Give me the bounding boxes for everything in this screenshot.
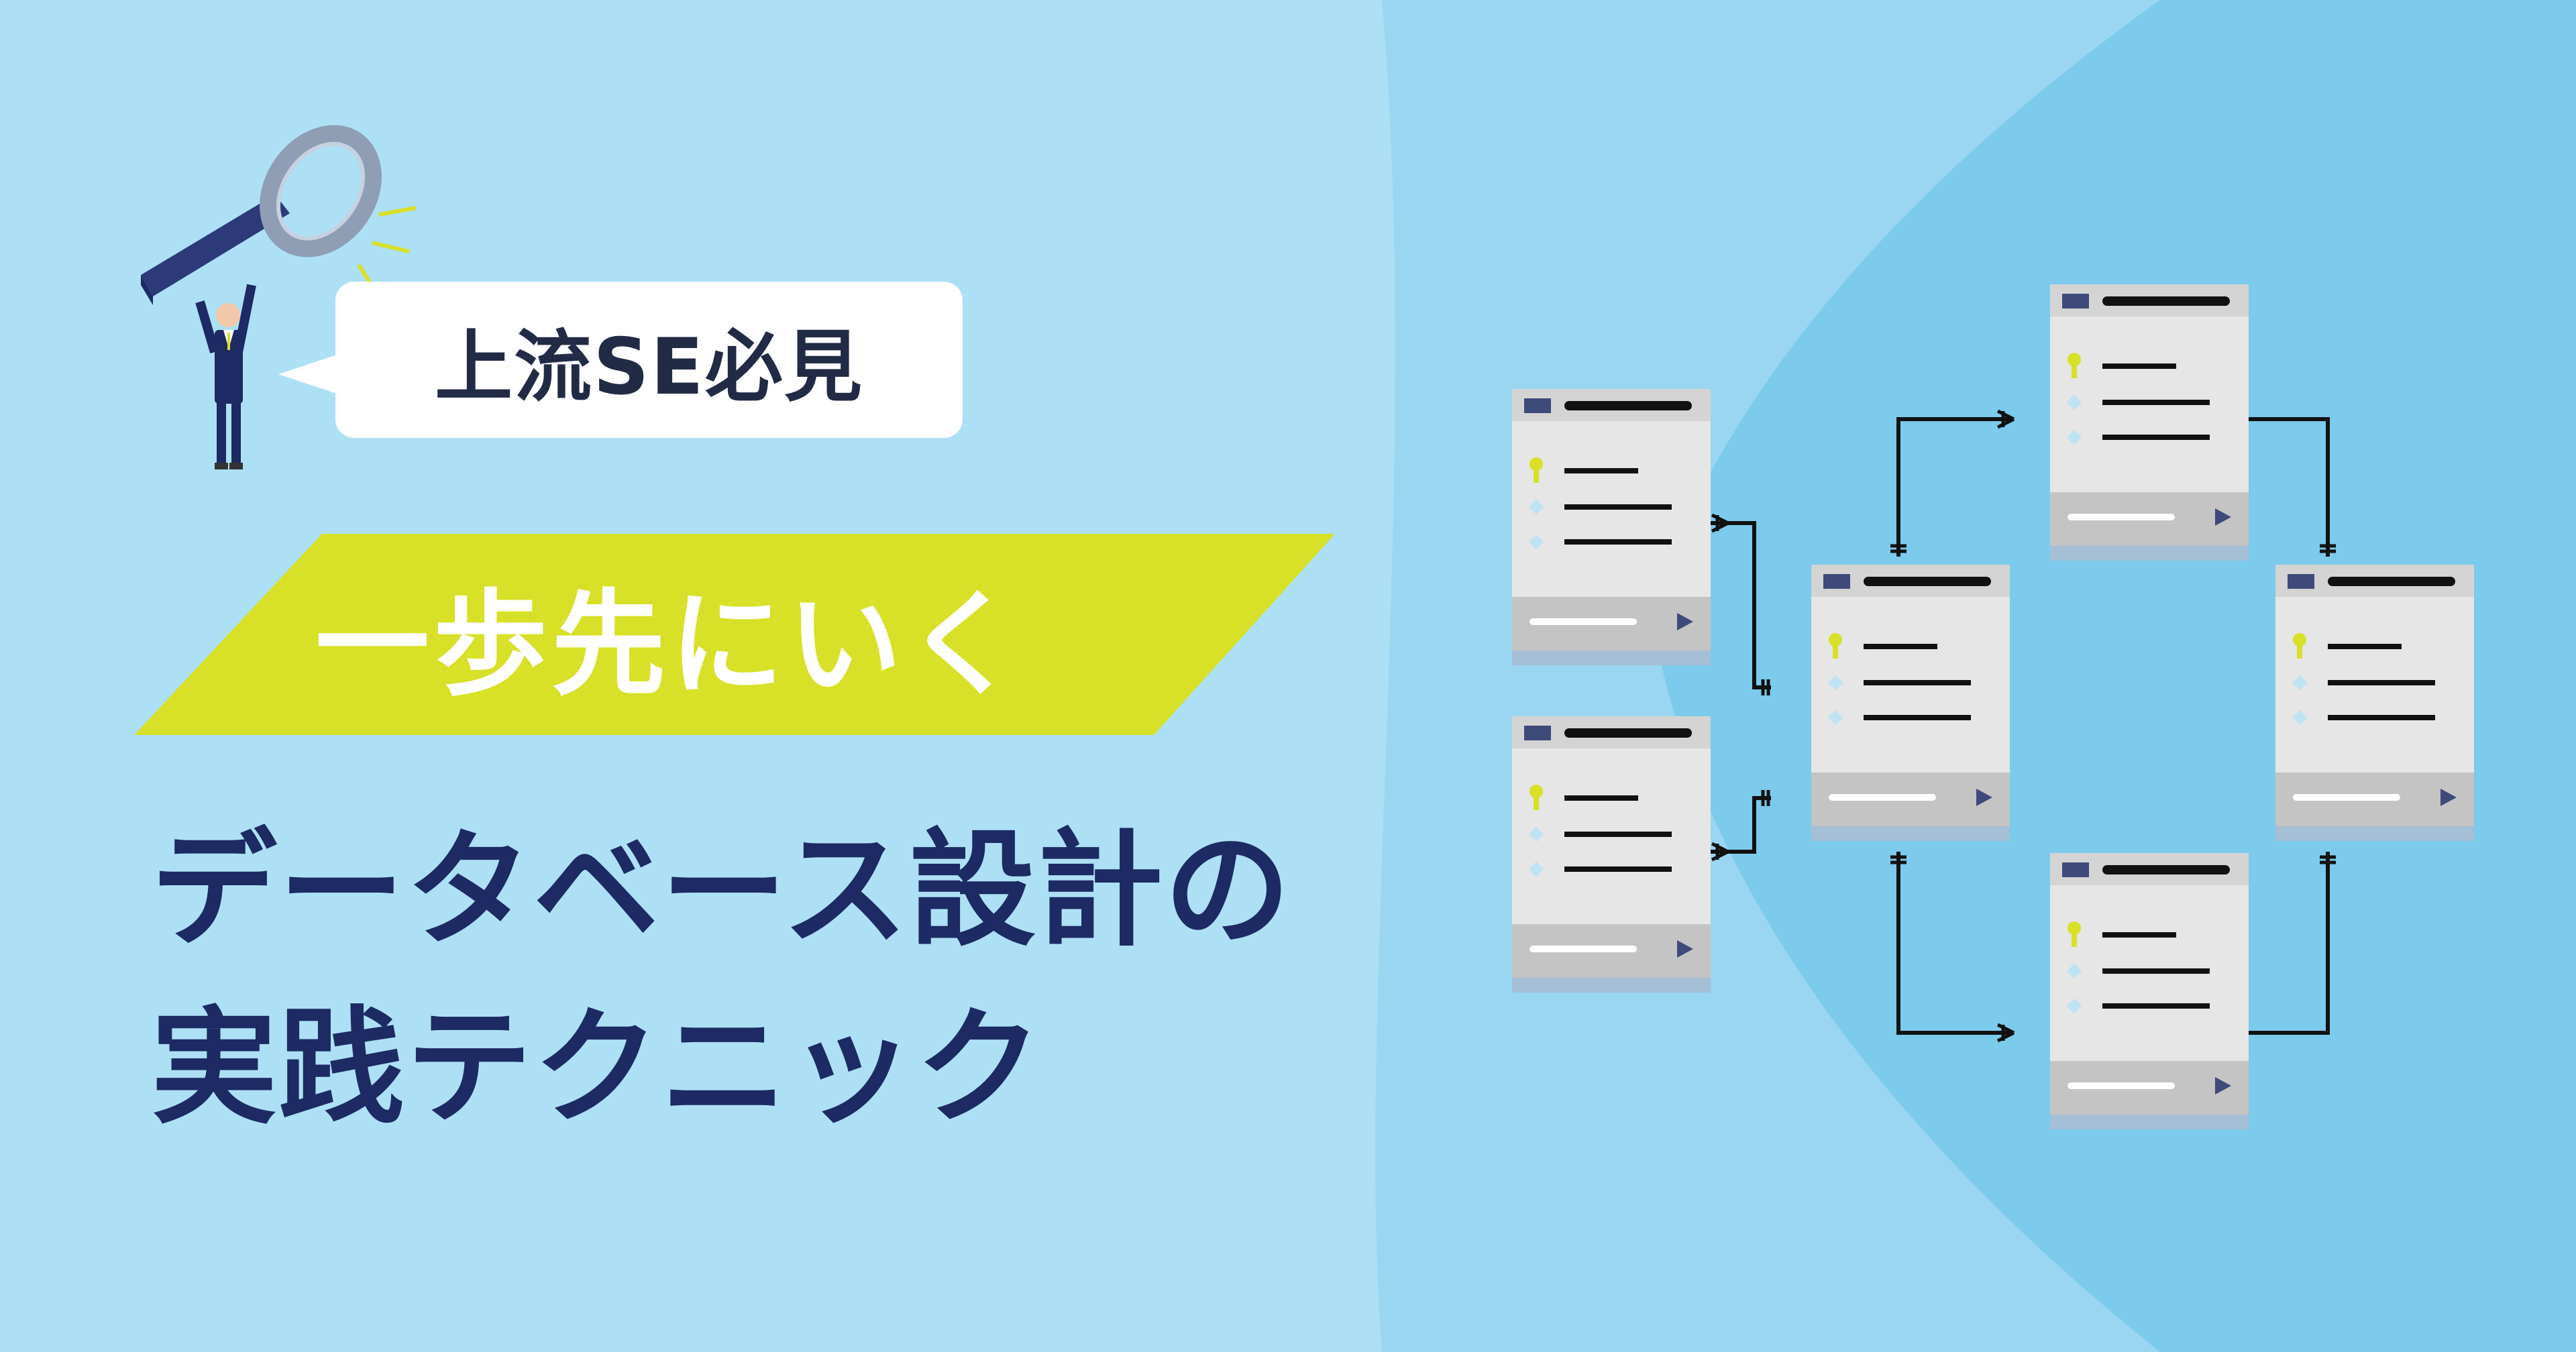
main-title-line-1: データベース設計の (151, 817, 1292, 964)
relationship-lines (1711, 417, 2330, 1035)
highlight-banner: 一歩先にいく (134, 534, 1335, 735)
entity-table-2 (1512, 716, 1711, 993)
entity-table-5 (2275, 565, 2474, 841)
er-diagram-illustration (1503, 268, 2496, 1140)
speech-bubble: 上流SE必見 (278, 282, 963, 438)
business-person-figure (195, 284, 256, 469)
main-title-line-2: 実践テクニック (151, 995, 1043, 1141)
entity-table-4 (2050, 284, 2249, 561)
magnifying-glass-icon (141, 125, 417, 305)
person-with-magnifier-illustration (141, 125, 417, 469)
banner-text: 一歩先にいく (315, 579, 1024, 712)
entity-table-1 (1512, 389, 1711, 665)
entity-table-3 (1811, 565, 2010, 841)
entity-table-6 (2050, 853, 2249, 1129)
speech-bubble-text: 上流SE必見 (435, 321, 863, 412)
background-curve-dark (1650, 0, 2576, 1352)
